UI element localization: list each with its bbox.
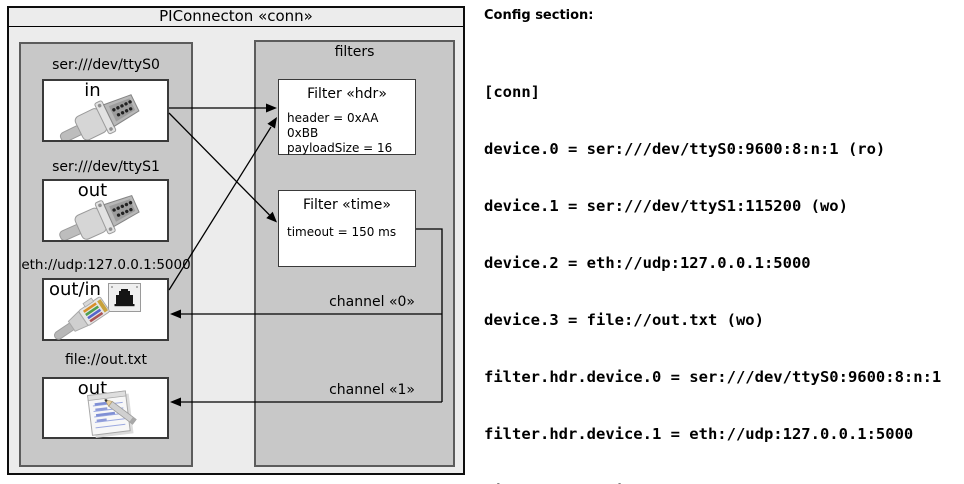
serial-connector-icon (59, 94, 140, 140)
title-separator (9, 26, 463, 27)
filters-panel-title: filters (334, 44, 375, 60)
device-box-eth: out/in (42, 278, 169, 341)
filter-properties: header = 0xAA 0xBB payloadSize = 16 (287, 111, 411, 156)
filter-time-box: Filter «time» timeout = 150 ms (278, 190, 416, 267)
filter-properties: timeout = 150 ms (287, 225, 411, 240)
port-direction-label: out (77, 378, 108, 399)
device-label: ser:///dev/ttyS0 (52, 57, 160, 73)
config-line: filter.hdr.device.0 = ser:///dev/ttyS0:9… (484, 368, 942, 386)
channel-1-label: channel «1» (329, 382, 415, 398)
port-direction-label: out/in (49, 279, 101, 300)
serial-connector-icon (59, 194, 140, 240)
config-line: device.1 = ser:///dev/ttyS1:115200 (wo) (484, 197, 848, 215)
config-line: device.2 = eth://udp:127.0.0.1:5000 (484, 254, 811, 272)
device-label: file://out.txt (64, 352, 148, 368)
config-line: filter.hdr.splitMode = header (484, 482, 951, 484)
config-line: [conn] (484, 83, 540, 101)
ethernet-jack-icon (108, 283, 141, 312)
config-line: device.0 = ser:///dev/ttyS0:9600:8:n:1 (… (484, 140, 886, 158)
device-box-ttys1: out (42, 179, 169, 242)
config-line: device.3 = file://out.txt (wo) (484, 311, 764, 329)
component-title: PIConnecton «conn» (159, 7, 313, 25)
filter-hdr-box: Filter «hdr» header = 0xAA 0xBB payloadS… (278, 79, 416, 155)
config-heading: Config section: (484, 8, 594, 23)
channel-0-label: channel «0» (329, 294, 415, 310)
filter-property: payloadSize = 16 (287, 141, 393, 155)
ethernet-plug-icon (53, 296, 110, 340)
port-direction-label: out (77, 180, 108, 201)
device-label: ser:///dev/ttyS1 (52, 159, 160, 175)
device-label: eth://udp:127.0.0.1:5000 (21, 257, 191, 273)
device-box-ttys0: in (42, 79, 169, 142)
device-box-file: out (42, 377, 169, 439)
port-direction-label: in (84, 80, 101, 101)
notepad-document-icon (87, 390, 137, 438)
filter-property: header = 0xAA 0xBB (287, 111, 379, 140)
config-section: [conn] device.0 = ser:///dev/ttyS0:9600:… (484, 45, 951, 484)
filter-title: Filter «time» (303, 197, 391, 213)
filter-property: timeout = 150 ms (287, 225, 397, 239)
config-line: filter.hdr.device.1 = eth://udp:127.0.0.… (484, 425, 914, 443)
filter-title: Filter «hdr» (307, 86, 387, 102)
